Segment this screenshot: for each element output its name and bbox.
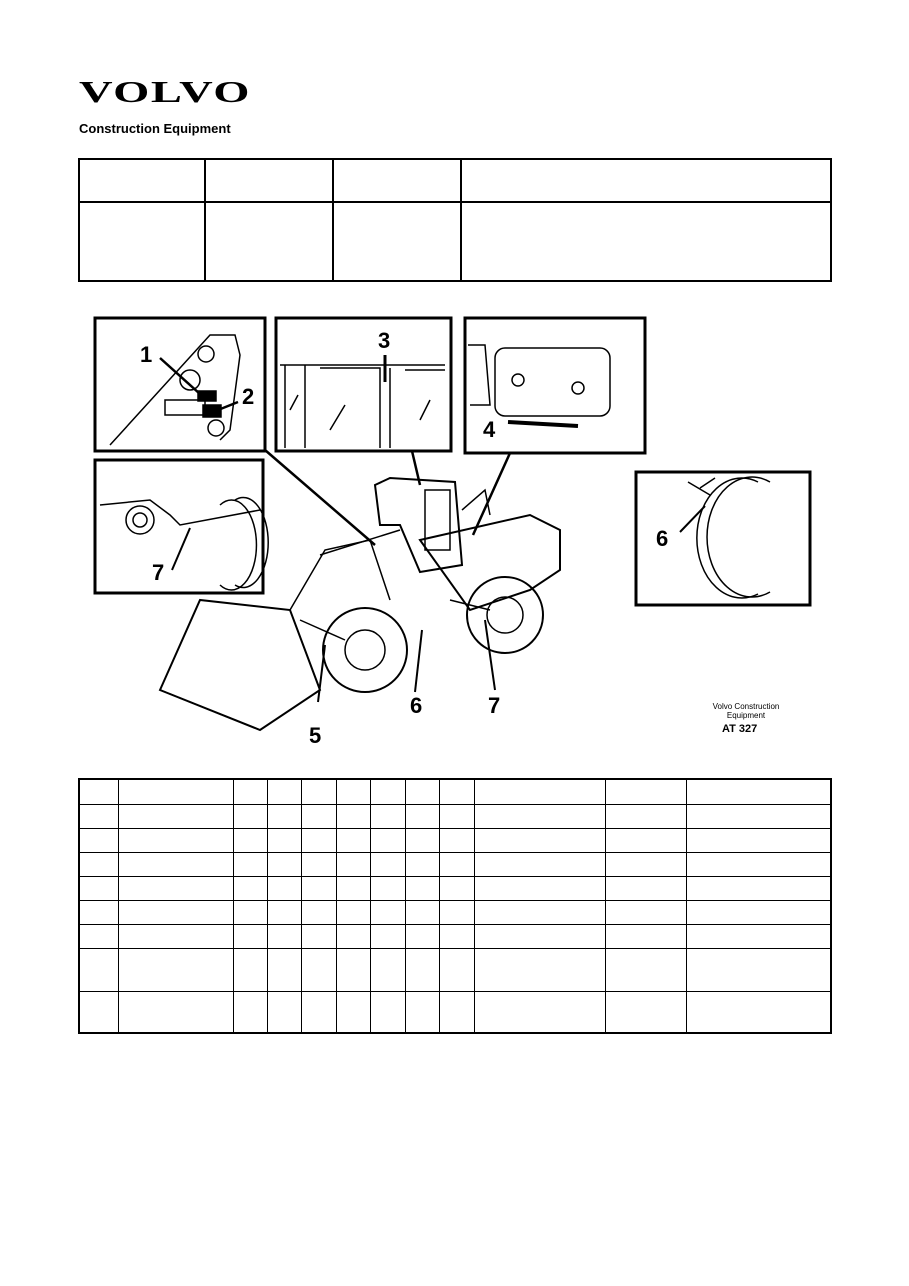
detail-box-plates: 1 2 bbox=[93, 316, 267, 453]
header-cell bbox=[78, 158, 206, 203]
volvo-logo: VOLVO bbox=[79, 74, 251, 109]
parts-cell bbox=[439, 778, 475, 805]
callout-4: 4 bbox=[483, 417, 496, 442]
detail-box-counterweight-plate: 4 bbox=[463, 316, 647, 455]
caption-line-1: Volvo Construction bbox=[712, 702, 780, 711]
table-row bbox=[78, 947, 832, 992]
parts-cell bbox=[370, 778, 406, 805]
callout-5: 5 bbox=[309, 723, 321, 748]
figure-caption: Volvo Construction Equipment bbox=[700, 702, 792, 720]
wheel-loader-illustration: 1 2 3 4 7 6 bbox=[93, 316, 812, 748]
header-cell bbox=[332, 201, 462, 282]
header-cell bbox=[460, 201, 832, 282]
detail-box-axle: 7 bbox=[93, 458, 269, 595]
parts-table bbox=[78, 778, 832, 1034]
callout-3: 3 bbox=[378, 328, 390, 353]
table-row bbox=[78, 827, 832, 853]
table-row bbox=[78, 923, 832, 949]
header-table bbox=[78, 158, 832, 282]
parts-cell bbox=[233, 778, 268, 805]
header-cell bbox=[204, 201, 334, 282]
parts-cell bbox=[336, 778, 371, 805]
callout-2: 2 bbox=[242, 384, 254, 409]
parts-cell bbox=[405, 778, 440, 805]
brand-subtitle: Construction Equipment bbox=[79, 121, 231, 136]
callout-7a: 7 bbox=[152, 560, 164, 585]
parts-cell bbox=[605, 778, 687, 805]
figure-code: AT 327 bbox=[722, 723, 758, 735]
parts-cell bbox=[267, 778, 302, 805]
detail-box-wheel: 6 bbox=[634, 470, 812, 607]
header-cell bbox=[460, 158, 832, 203]
callout-6a: 6 bbox=[656, 526, 668, 551]
header-cell bbox=[78, 201, 206, 282]
caption-line-2: Equipment bbox=[726, 711, 766, 720]
header-cell bbox=[332, 158, 462, 203]
parts-cell bbox=[686, 778, 832, 805]
detail-box-cab-window: 3 bbox=[274, 316, 453, 453]
table-row bbox=[78, 875, 832, 901]
logo-text: VOLVO bbox=[79, 74, 251, 109]
header-cell bbox=[204, 158, 334, 203]
parts-cell bbox=[474, 778, 606, 805]
parts-cell bbox=[118, 778, 234, 805]
parts-cell bbox=[78, 778, 119, 805]
callout-1: 1 bbox=[140, 342, 152, 367]
table-row bbox=[78, 990, 832, 1034]
parts-cell bbox=[301, 778, 337, 805]
table-row bbox=[78, 899, 832, 925]
table-row bbox=[78, 851, 832, 877]
callout-7b: 7 bbox=[488, 693, 500, 718]
table-row bbox=[78, 803, 832, 829]
callout-6b: 6 bbox=[410, 693, 422, 718]
wheel-loader: 5 6 7 bbox=[158, 449, 561, 748]
